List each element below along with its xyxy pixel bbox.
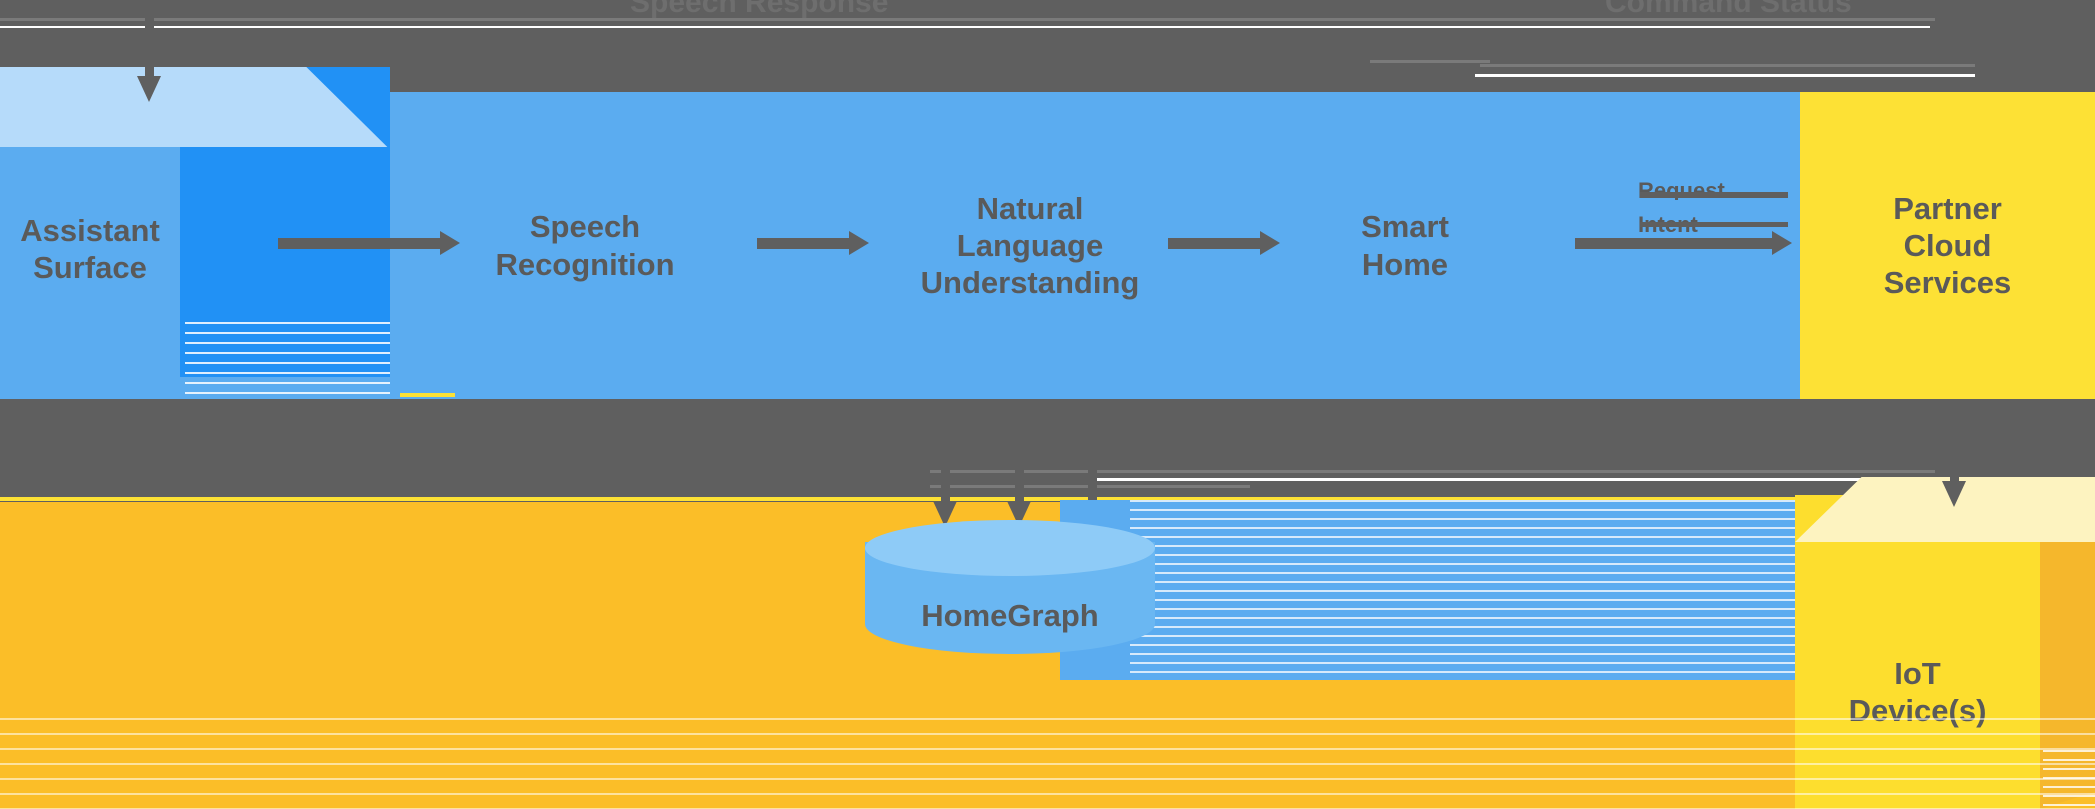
smart-home-label-line2: Home bbox=[1361, 246, 1449, 282]
arrow-down-homegraph-3 bbox=[1080, 455, 1104, 527]
iot-devices-label: IoT Device(s) bbox=[1795, 655, 2040, 729]
connector-top-right-stub bbox=[1370, 60, 1490, 63]
connector-top-right-highlight bbox=[1475, 74, 1975, 77]
connector-top-long-highlight bbox=[0, 26, 1930, 28]
node-partner-cloud-services[interactable]: Partner Cloud Services bbox=[1800, 92, 2095, 399]
speech-recognition-label-line2: Recognition bbox=[495, 246, 675, 282]
node-homegraph[interactable]: HomeGraph bbox=[865, 520, 1155, 675]
assistant-surface-label-line2: Surface bbox=[33, 250, 147, 286]
arrow-smarthome-to-partner-cloud bbox=[1575, 231, 1792, 255]
arrow-nlu-to-smarthome bbox=[1168, 231, 1280, 255]
nlu-label-line2: Language bbox=[956, 227, 1104, 263]
arrow-down-homegraph-2 bbox=[1007, 455, 1031, 527]
arrow-speech-to-nlu bbox=[757, 231, 869, 255]
arrow-down-into-assistant-surface bbox=[137, 0, 161, 102]
assistant-surface-label-line1: Assistant bbox=[20, 213, 160, 248]
iot-devices-label-line2: Device(s) bbox=[1848, 693, 1987, 729]
iot-devices-front-face bbox=[1795, 495, 2040, 809]
connector-smarthome-partner-upper bbox=[1640, 192, 1788, 198]
edge-label-command-status: Command Status bbox=[1605, 0, 1852, 19]
node-smart-home[interactable]: Smart Home bbox=[1290, 92, 1520, 399]
arrow-assistant-to-speech bbox=[278, 231, 460, 255]
speech-recognition-label-line1: Speech bbox=[529, 209, 641, 245]
connector-top-right bbox=[1480, 64, 1975, 67]
node-iot-devices[interactable]: IoT Device(s) bbox=[1795, 435, 2095, 809]
homegraph-blue-blob bbox=[1135, 500, 1905, 680]
connector-top-long bbox=[0, 18, 1935, 21]
edge-label-speech-response: Speech Response bbox=[630, 0, 889, 19]
arrow-down-homegraph-1 bbox=[933, 455, 957, 527]
node-natural-language-understanding[interactable]: Natural Language Understanding bbox=[890, 92, 1170, 399]
band-mid-gray bbox=[0, 399, 2095, 502]
assistant-surface-label: Assistant Surface bbox=[0, 212, 240, 286]
connector-smarthome-partner-mid bbox=[1640, 222, 1788, 227]
arrow-down-into-iot-devices bbox=[1942, 435, 1966, 507]
homegraph-label: HomeGraph bbox=[921, 598, 1099, 633]
nlu-label-line1: Natural bbox=[976, 190, 1084, 226]
homegraph-cylinder-top bbox=[865, 520, 1155, 576]
nlu-label-line3: Understanding bbox=[920, 265, 1140, 301]
connector-mid-long bbox=[930, 470, 1935, 473]
connector-mid-long-highlight bbox=[1090, 478, 1935, 481]
node-speech-recognition[interactable]: Speech Recognition bbox=[455, 92, 715, 399]
edge-yellow-lower bbox=[0, 497, 2095, 501]
iot-devices-label-line1: IoT bbox=[1894, 656, 1941, 691]
partner-cloud-label-line3: Services bbox=[1883, 265, 2012, 301]
smart-home-label-line1: Smart bbox=[1361, 209, 1449, 245]
partner-cloud-label-line1: Partner bbox=[1893, 190, 2002, 226]
partner-cloud-label-line2: Cloud bbox=[1903, 227, 1992, 263]
